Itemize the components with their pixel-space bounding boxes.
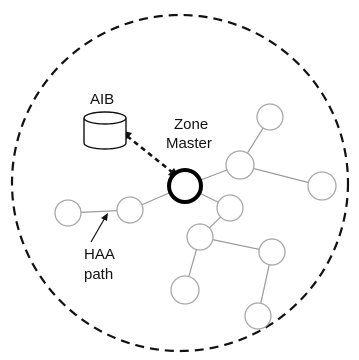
zone-master-label-line1: Zone: [174, 116, 208, 133]
node: [216, 194, 244, 222]
zone-master-node: [167, 168, 203, 204]
network-nodes: [54, 103, 337, 330]
aib-label: AIB: [90, 91, 114, 108]
node: [170, 275, 200, 305]
node: [225, 150, 255, 180]
node: [54, 199, 82, 227]
haa-path-label-line2: path: [84, 266, 113, 283]
node: [256, 103, 284, 131]
zone-boundary: [10, 13, 350, 353]
node: [307, 171, 337, 201]
node: [186, 223, 214, 251]
node: [116, 196, 144, 224]
node: [258, 238, 286, 266]
haa-path-pointer: [90, 213, 108, 243]
aib-database-icon: [83, 111, 127, 150]
node: [244, 302, 272, 330]
zone-master-label-line2: Master: [166, 135, 212, 152]
haa-path-label-line1: HAA: [84, 246, 115, 263]
